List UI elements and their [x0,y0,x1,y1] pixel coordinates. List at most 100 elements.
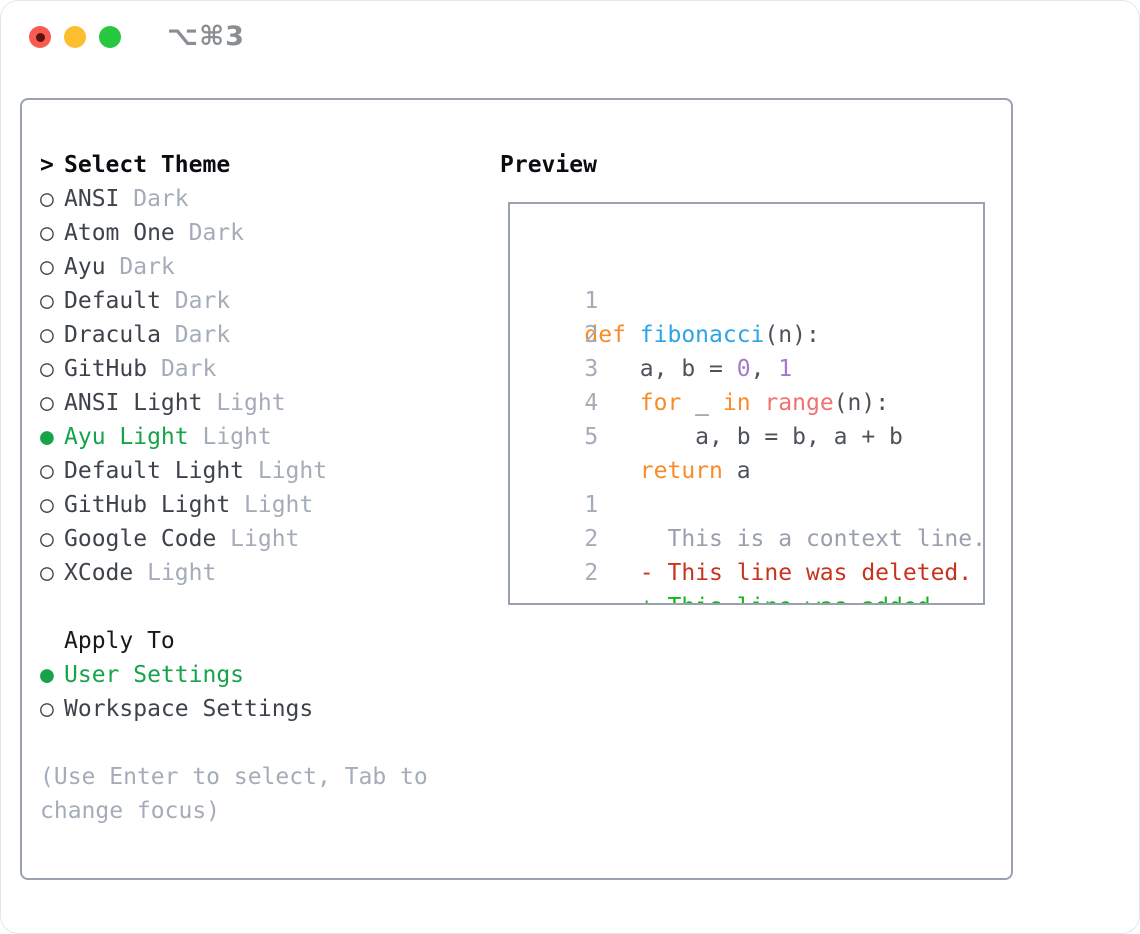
code-text: This is a context line. [584,526,983,552]
code-segment: 1 [778,356,793,382]
apply-to-option[interactable]: ● User Settings [40,658,470,692]
code-segment: return [639,458,723,484]
preview-box: 1 def fibonacci(n): 2 a, b = 0, 1 3 for … [508,202,985,605]
apply-to-heading: Apply To [64,628,175,654]
theme-option[interactable]: ○ GitHub Light Light [40,488,470,522]
select-theme-heading: Select Theme [64,152,231,178]
code-line: 5 return a [529,386,983,484]
theme-option[interactable]: ○ Google Code Light [40,522,470,556]
code-line: 2 a, b = 0, 1 [529,284,983,382]
unsaved-indicator-dot [35,32,45,42]
apply-to-option[interactable]: ○ Workspace Settings [40,692,470,726]
code-segment [751,390,765,416]
code-segment: a [722,458,751,484]
theme-option[interactable]: ○ ANSI Light Light [40,386,470,420]
theme-option[interactable]: ● Ayu Light Light [40,420,470,454]
theme-option[interactable]: ○ XCode Light [40,556,470,590]
titlebar [29,26,121,48]
theme-option-tag: Dark [119,254,175,280]
theme-option-tag: Dark [133,186,189,212]
select-theme-heading-row: > Select Theme [40,148,470,182]
theme-option-tag: Dark [160,356,217,382]
diff-deleted-text: - This line was deleted. [584,560,973,586]
code-line: 1 def fibonacci(n): [529,250,983,348]
code-line: 2 + This line was added. [529,522,983,603]
theme-option[interactable]: ○ Dracula Dark [40,318,470,352]
radio-icon: ○ [40,560,54,586]
preview-heading: Preview [500,152,597,178]
theme-option-tag: Dark [188,220,245,246]
radio-icon: ● [40,424,54,450]
radio-icon: ○ [40,696,54,722]
apply-to-heading-row: Apply To [40,624,470,658]
maximize-button[interactable] [99,26,121,48]
theme-option[interactable]: ○ Atom One Dark [40,216,470,250]
theme-option-name: Ayu Light [64,424,189,450]
radio-icon: ○ [40,356,54,382]
radio-icon: ○ [40,458,54,484]
radio-icon: ○ [40,322,54,348]
theme-option-tag: Light [216,390,286,416]
theme-option[interactable]: ○ ANSI Dark [40,182,470,216]
diff-added-text: + This line was added. [584,594,945,603]
code-line: 3 for _ in range(n): [529,318,983,416]
spacer [40,590,470,624]
radio-icon: ○ [40,288,54,314]
theme-option-tag: Light [257,458,328,484]
theme-option-name: Dracula [64,322,161,348]
theme-option-name: Default Light [64,458,245,484]
radio-icon: ○ [40,220,54,246]
code-segment: a, b = [584,356,737,382]
apply-to-indent [40,624,64,658]
line-number: 2 [584,560,599,586]
code-line: 1 This is a context line. [529,454,983,552]
minimize-button[interactable] [64,26,86,48]
theme-option-name: Google Code [64,526,217,552]
diff-sample: 1 This is a context line. 2 - This line … [529,454,983,603]
theme-option[interactable]: ○ Default Light Light [40,454,470,488]
code-text: for _ in range(n): [584,390,889,416]
theme-option-name: Ayu [64,254,106,280]
theme-option[interactable]: ○ Default Dark [40,284,470,318]
code-segment: fibonacci [639,322,765,348]
line-number: 2 [584,322,613,348]
code-text: def fibonacci(n): [584,322,819,348]
theme-option-name: GitHub Light [64,492,231,518]
line-number: 4 [584,390,613,416]
code-text: + This line was added. [584,594,945,603]
radio-icon: ○ [40,526,54,552]
theme-option-name: Atom One [64,220,175,246]
radio-icon: ○ [40,492,54,518]
theme-option-tag: Light [244,492,314,518]
theme-option[interactable]: ○ Ayu Dark [40,250,470,284]
code-segment: for [639,390,682,416]
code-segment [584,458,639,484]
radio-icon: ○ [40,186,54,212]
code-segment: range [764,390,834,416]
theme-option-tag: Light [147,560,217,586]
code-segment: a, b = b, a + b [584,424,903,450]
theme-picker-column: > Select Theme ○ ANSI Dark ○ Atom One Da… [40,148,470,828]
theme-option-tag: Light [202,424,272,450]
apply-to-list: ● User Settings ○ Workspace Settings [40,658,470,726]
window-title: ⌥⌘3 [167,21,245,52]
prompt-caret-icon: > [40,152,54,178]
code-text: a, b = 0, 1 [584,356,792,382]
apply-to-option-label: Workspace Settings [64,696,314,722]
theme-option[interactable]: ○ GitHub Dark [40,352,470,386]
preview-column: Preview 1 def fibonacci(n): 2 a, b = 0, … [500,148,985,605]
theme-option-name: ANSI Light [64,390,203,416]
radio-icon: ○ [40,390,54,416]
code-text: - This line was deleted. [584,560,972,586]
theme-option-tag: Dark [174,288,231,314]
theme-option-tag: Dark [174,322,231,348]
keyboard-hint: (Use Enter to select, Tab to change focu… [40,764,428,824]
code-sample: 1 def fibonacci(n): 2 a, b = 0, 1 3 for … [529,250,983,484]
code-line: 2 - This line was deleted. [529,488,983,586]
code-text: a, b = b, a + b [584,424,903,450]
close-button[interactable] [29,26,51,48]
theme-option-tag: Light [230,526,300,552]
theme-option-name: GitHub [64,356,148,382]
radio-icon: ● [40,662,54,688]
theme-option-name: Default [64,288,161,314]
